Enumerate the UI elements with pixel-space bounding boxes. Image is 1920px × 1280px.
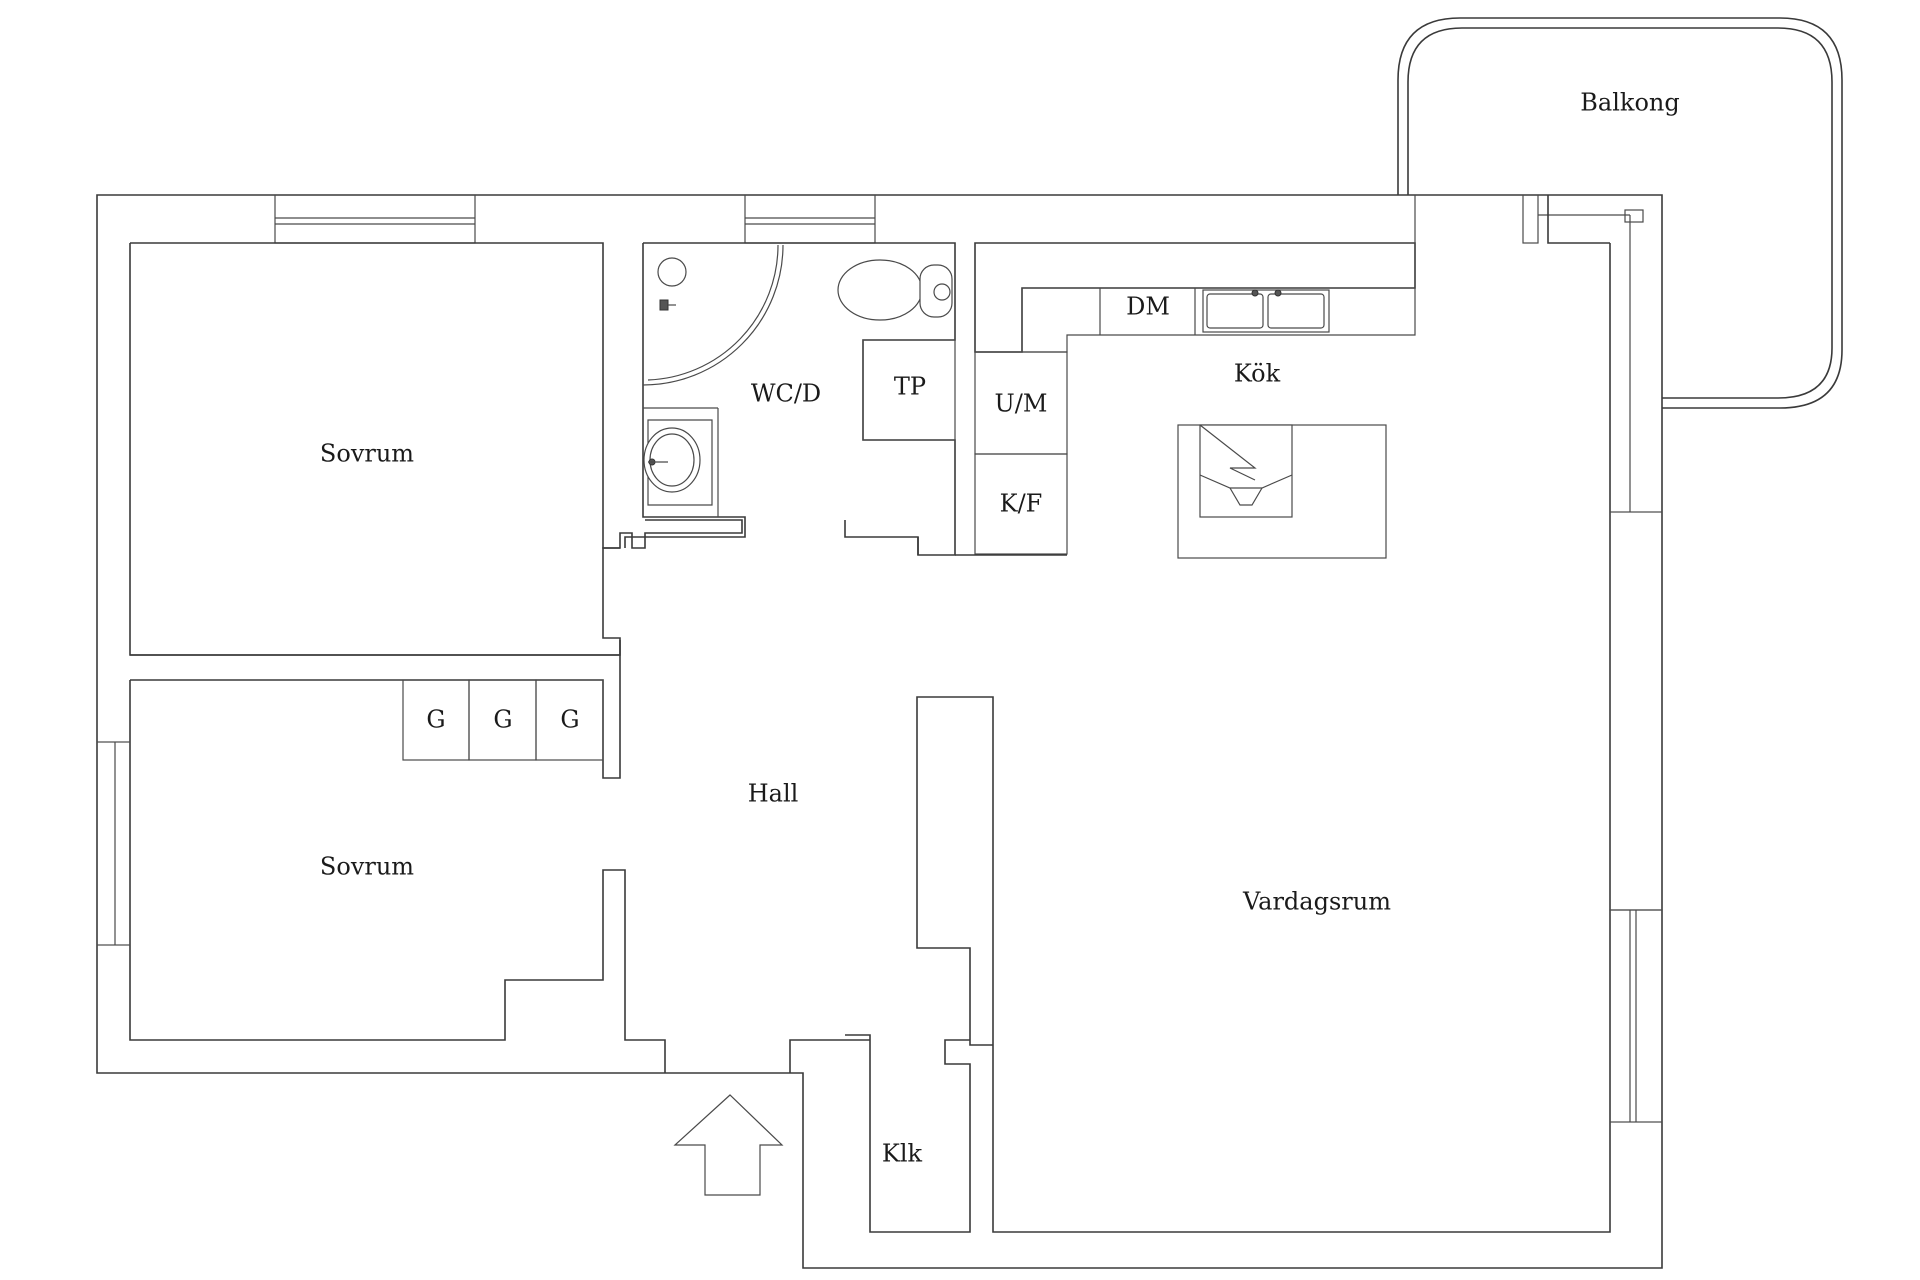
internal-walls [789, 195, 1611, 1233]
kitchen [974, 195, 1416, 559]
living-room-label: Vardagsrum [1242, 888, 1391, 916]
outer-walls [96, 194, 1663, 1269]
closet-klk-label: Klk [882, 1140, 923, 1168]
bedroom-top-label: Sovrum [320, 440, 414, 468]
tp-label: TP [894, 373, 926, 401]
closet-label-1: G [426, 706, 445, 734]
bathroom [624, 242, 956, 556]
closet-label-3: G [560, 706, 579, 734]
um-label: U/M [995, 390, 1048, 418]
balcony-label: Balkong [1580, 89, 1679, 117]
wc-label: WC/D [751, 380, 821, 408]
right-windows [1609, 511, 1663, 1123]
bedroom-top [130, 242, 620, 656]
closet-label-2: G [493, 706, 512, 734]
balcony [1397, 17, 1843, 409]
dm-label: DM [1126, 293, 1170, 321]
kitchen-label: Kök [1234, 360, 1281, 388]
entrance-arrow-icon [673, 1094, 784, 1196]
hall-label: Hall [748, 780, 799, 808]
kf-label: K/F [1000, 490, 1043, 518]
bedroom-bottom [96, 640, 666, 1073]
bedroom-bottom-label: Sovrum [320, 853, 414, 881]
